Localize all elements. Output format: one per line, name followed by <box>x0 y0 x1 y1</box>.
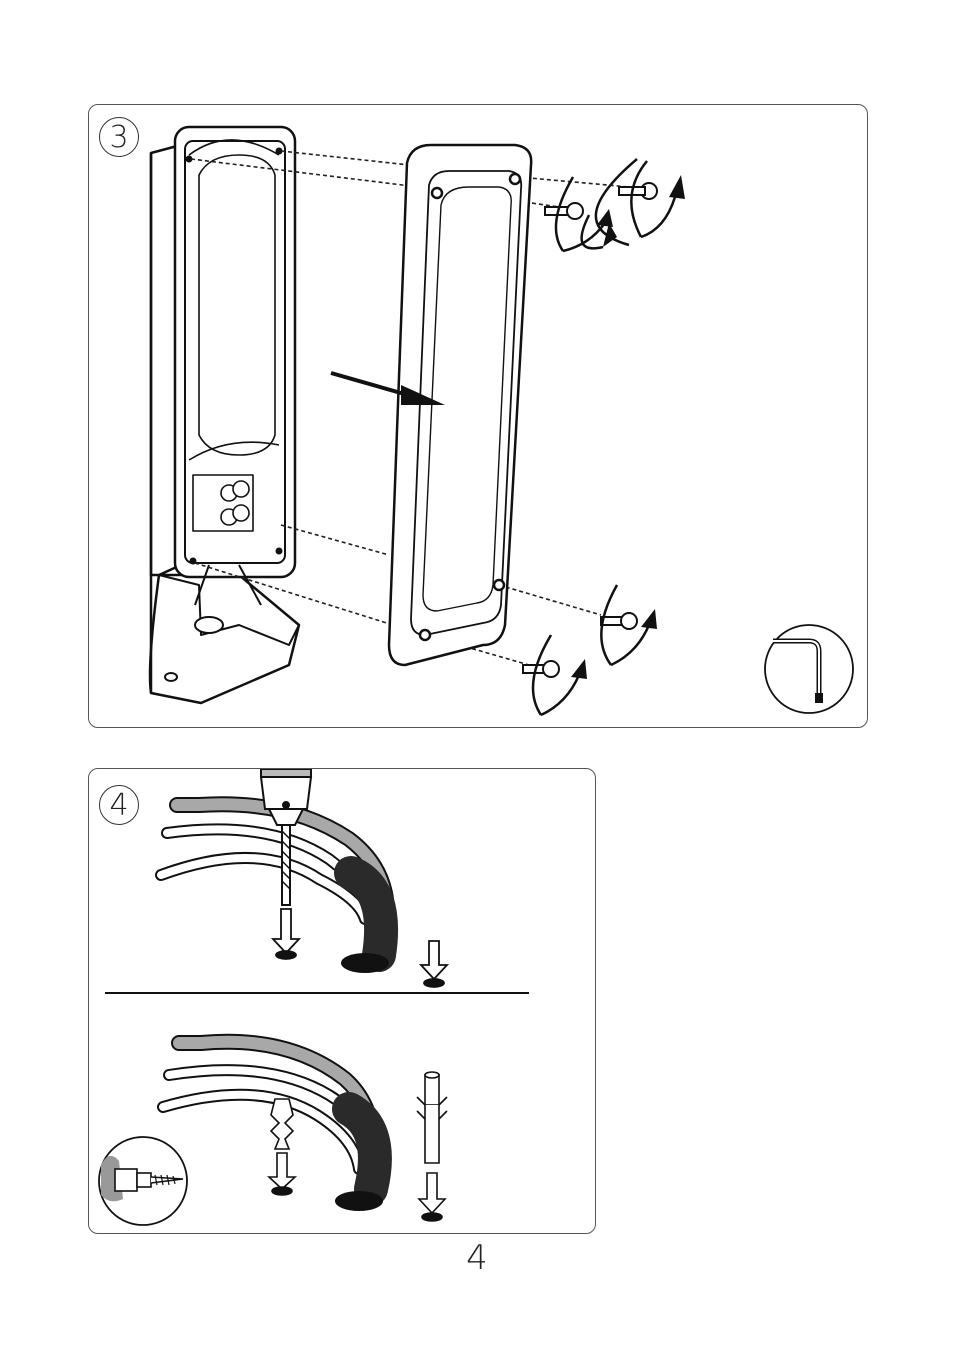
screw-bottom-right <box>601 585 657 665</box>
wall-plug <box>417 1072 447 1221</box>
drill-bit-inset-icon <box>99 1137 187 1225</box>
page-number: 4 <box>462 1238 492 1278</box>
wall-plug-inserted <box>269 1099 295 1195</box>
post-body <box>150 127 299 703</box>
allen-key-icon <box>765 625 853 713</box>
screw-bottom-left <box>523 635 587 715</box>
step-4-illustration <box>89 769 597 1235</box>
cable-bottom <box>163 1042 375 1189</box>
step-3-illustration <box>89 105 869 729</box>
screw-top-right-arrow <box>631 161 685 237</box>
cable-top <box>161 804 387 955</box>
screw-top-left <box>545 177 613 251</box>
drill-arrow-down <box>273 909 299 959</box>
step-4-panel: 4 <box>88 768 596 1234</box>
cable-bottom-end <box>341 953 389 973</box>
hole-arrow-down <box>421 941 447 987</box>
step-3-panel: 3 <box>88 104 868 728</box>
